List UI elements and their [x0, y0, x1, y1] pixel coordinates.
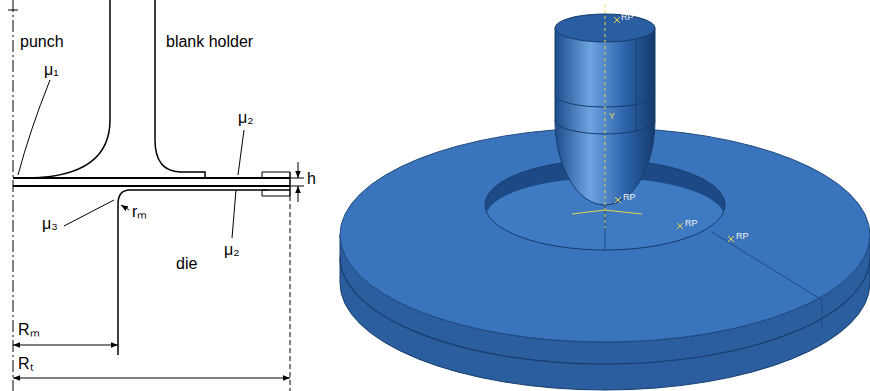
radius-arrow	[121, 205, 129, 210]
part-name: punch	[20, 34, 64, 50]
dimension-label: h	[307, 171, 316, 187]
dimension-arrow	[13, 378, 290, 379]
friction-label: μ₃	[42, 216, 58, 232]
seam-line	[822, 300, 823, 330]
leader-line	[18, 80, 50, 175]
extension-line	[290, 186, 304, 187]
reference-axis	[605, 210, 642, 214]
thickness-arrow	[298, 162, 299, 178]
reference-point-cross	[615, 197, 621, 203]
dimension-label: rₘ	[132, 204, 147, 220]
punch-profile	[13, 0, 110, 178]
blank-top-edge	[13, 177, 290, 179]
die-bracket	[262, 190, 290, 196]
reference-point-marks	[614, 17, 734, 242]
dimension-label: Rₘ	[18, 322, 40, 338]
reference-point-label: RP	[621, 13, 634, 22]
friction-label: μ₂	[224, 242, 239, 258]
thickness-arrow	[298, 186, 299, 202]
friction-label: μ₂	[238, 110, 253, 126]
dimension-arrow	[13, 345, 118, 346]
dimension-label: Rₜ	[18, 356, 34, 372]
friction-label: μ₁	[44, 62, 59, 78]
part-name: die	[176, 256, 197, 272]
die-profile	[118, 190, 290, 355]
blank-end	[289, 172, 291, 196]
holder-bracket	[262, 172, 290, 178]
extension-line	[290, 196, 291, 391]
seam-line	[712, 232, 822, 300]
blank-holder-profile	[155, 0, 205, 178]
reference-point-label: RP	[685, 219, 698, 228]
axis-tick	[8, 10, 18, 11]
leader-line	[64, 200, 114, 226]
reference-axis	[572, 210, 605, 214]
reference-point-cross	[728, 236, 734, 242]
leader-line	[238, 130, 244, 175]
reference-point-cross	[677, 223, 683, 229]
reference-point-cross	[614, 17, 620, 23]
axis-label: Y	[609, 112, 615, 121]
reference-point-label: RP	[736, 232, 749, 241]
leader-line	[232, 190, 236, 238]
reference-point-label: RP	[623, 193, 636, 202]
symmetry-axis	[13, 0, 14, 391]
seam-line	[605, 205, 606, 260]
part-name: blank holder	[166, 34, 253, 50]
seam-line	[636, 40, 637, 132]
reference-axis	[605, 4, 606, 228]
blank-bottom-edge	[13, 185, 290, 187]
extension-line	[290, 178, 304, 179]
